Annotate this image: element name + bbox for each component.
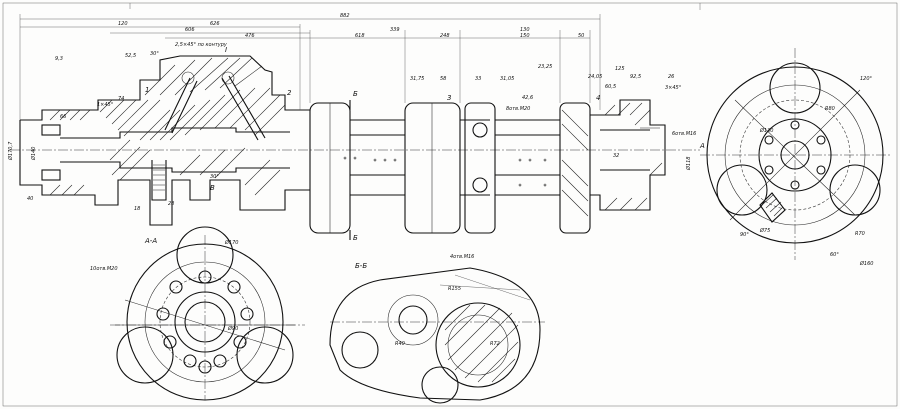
dim-phi130: Ø130 bbox=[759, 127, 773, 134]
dim-40: 40 bbox=[27, 196, 33, 202]
dim-476: 476 bbox=[245, 33, 255, 39]
dim-phi170-aa: Ø170 bbox=[224, 239, 238, 246]
dim-26: 26 bbox=[668, 74, 674, 80]
dim-50: 50 bbox=[578, 33, 584, 39]
dim-33: 33 bbox=[475, 76, 481, 82]
thread-note-main: 8отв.М20 bbox=[506, 106, 530, 112]
dim-626: 626 bbox=[210, 21, 220, 27]
crank-throw-4 bbox=[559, 102, 591, 234]
dim-r80: R80 bbox=[825, 106, 835, 112]
hatch-section-bb bbox=[444, 304, 519, 383]
view-aa: А-А 10отв.М20 Ø90 Ø170 bbox=[90, 226, 305, 401]
hatch-right-end bbox=[604, 102, 663, 211]
thread-note-left: 10отв.М20 bbox=[90, 266, 118, 272]
dim-42-6: 42,6 bbox=[522, 95, 533, 101]
dim-125: 125 bbox=[615, 66, 625, 72]
dim-606: 606 bbox=[185, 27, 195, 33]
dim-a60: 60° bbox=[830, 252, 839, 258]
dim-30deg: 30° bbox=[150, 51, 159, 57]
thread-note-bb: 4отв.М16 bbox=[450, 254, 474, 260]
dim-r40: R40 bbox=[395, 341, 405, 347]
dim-phi160: Ø160 bbox=[859, 260, 873, 267]
dim-phi140: Ø140 bbox=[30, 147, 37, 161]
dim-overall-length: 882 bbox=[340, 13, 350, 19]
hatch-left-web bbox=[49, 57, 286, 196]
dim-130: 130 bbox=[520, 27, 530, 33]
chamfer-1x45: 1×45° bbox=[97, 102, 114, 108]
dim-phi170-7: Ø170,7 bbox=[7, 141, 14, 161]
dim-r72: R72 bbox=[490, 341, 500, 347]
dim-60-5: 60,5 bbox=[605, 84, 616, 90]
dim-phi75: Ø75 bbox=[759, 227, 770, 234]
dim-phi118: Ø118 bbox=[685, 157, 692, 171]
item-label-3: 3 bbox=[447, 94, 451, 102]
crank-throw-3 bbox=[464, 102, 496, 234]
view-aa-title: А-А bbox=[144, 237, 157, 245]
section-arrow-b-bottom: Б bbox=[353, 234, 358, 242]
view-arrow-a: А bbox=[699, 142, 705, 150]
section-bb-title: Б-Б bbox=[355, 262, 367, 270]
dim-a120: 120° bbox=[860, 76, 873, 82]
chamfer-3x45: 3×45° bbox=[665, 85, 682, 91]
chamfer-note: 2,5×45° по контуру bbox=[175, 42, 228, 48]
dim-618: 618 bbox=[355, 33, 365, 39]
dim-r155: R155 bbox=[448, 286, 461, 292]
dim-9-3: 9,3 bbox=[55, 56, 63, 62]
dim-74: 74 bbox=[118, 96, 124, 102]
section-arrow-b-top: Б bbox=[353, 90, 358, 98]
dim-92-5: 92,5 bbox=[630, 74, 641, 80]
dim-30deg-lower: 30° bbox=[210, 174, 219, 180]
dim-32: 32 bbox=[613, 153, 619, 159]
side-view: 120° 60° R70 R80 90° Ø75 Ø130 Ø160 bbox=[700, 48, 890, 267]
crank-throw-1 bbox=[300, 102, 351, 234]
dim-339: 339 bbox=[390, 27, 400, 33]
dim-58: 58 bbox=[440, 76, 446, 82]
dim-31-75: 31,75 bbox=[410, 76, 424, 82]
dim-18: 18 bbox=[134, 206, 140, 212]
dim-a90: 90° bbox=[740, 232, 749, 238]
dim-66: 66 bbox=[60, 114, 66, 120]
item-label-4: 4 bbox=[596, 94, 600, 102]
dim-23-25: 23,25 bbox=[538, 64, 552, 70]
main-view: 882 120 626 606 476 618 339 248 130 150 … bbox=[7, 13, 705, 242]
item-label-1: 1 bbox=[145, 86, 149, 94]
top-dimension-chain bbox=[19, 14, 601, 120]
thread-note-right: 6отв.М16 bbox=[672, 131, 696, 137]
crank-throw-2 bbox=[404, 102, 461, 234]
section-arrow-v: В bbox=[210, 184, 215, 192]
dim-150: 150 bbox=[520, 33, 530, 39]
dim-phi90: Ø90 bbox=[227, 325, 238, 332]
dim-248: 248 bbox=[440, 33, 450, 39]
dim-31-05: 31,05 bbox=[500, 76, 514, 82]
dim-r70: R70 bbox=[855, 231, 865, 237]
dim-52-5: 52,5 bbox=[125, 53, 136, 59]
dim-24-05: 24,05 bbox=[588, 74, 602, 80]
item-label-2: 2 bbox=[287, 89, 292, 97]
section-bb: Б-Б 4отв.М16 R155 R72 R40 bbox=[329, 254, 545, 404]
dim-28: 28 bbox=[168, 201, 174, 207]
section-mark-i: I bbox=[225, 46, 227, 54]
dim-120: 120 bbox=[118, 21, 128, 27]
